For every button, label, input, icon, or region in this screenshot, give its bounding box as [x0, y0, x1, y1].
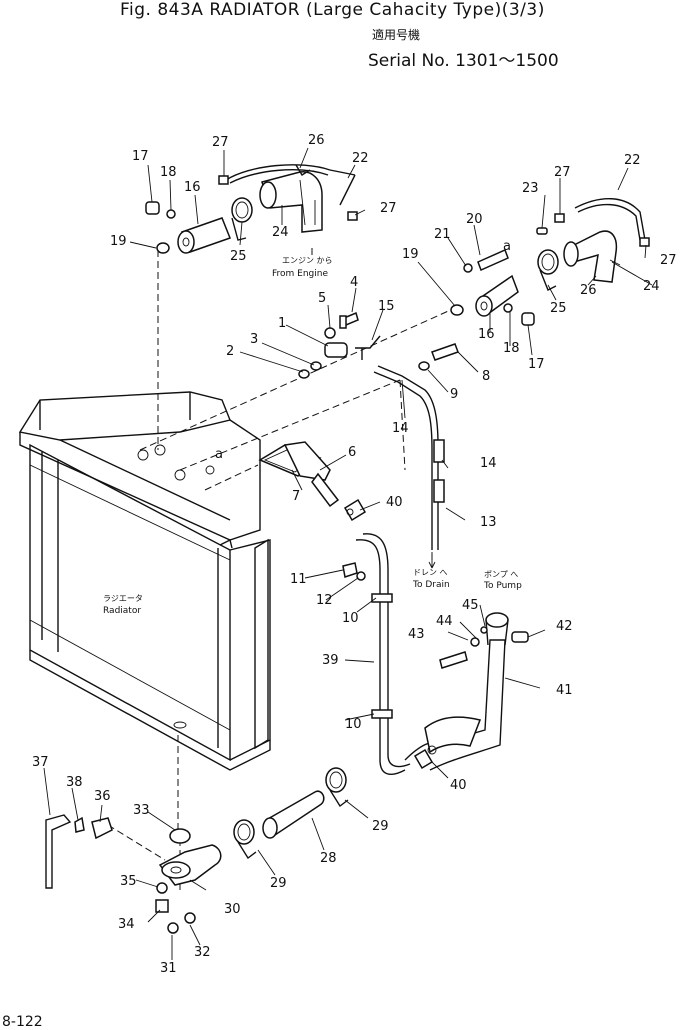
part-number-1: 1	[278, 316, 286, 331]
part-number-17: 17	[132, 149, 149, 164]
part-number-24-2: 24	[643, 279, 660, 294]
flow-lines	[107, 248, 456, 890]
to-pump-label: To Pump	[483, 581, 522, 591]
part-number-18-2: 18	[503, 341, 520, 356]
radiator-jp-label: ラジエータ	[103, 594, 143, 603]
part-number-20: 20	[466, 212, 483, 227]
pipe-41	[404, 612, 529, 771]
leader-lines	[43, 147, 653, 960]
part-number-38: 38	[66, 775, 83, 790]
part-number-8: 8	[482, 369, 490, 384]
to-drain-jp-label: ドレン へ	[413, 568, 448, 577]
part-number-29-2: 29	[270, 876, 287, 891]
part-number-19: 19	[110, 234, 127, 249]
ref-a-left: a	[215, 447, 223, 462]
radiator-label: Radiator	[103, 606, 141, 616]
from-engine-label: From Engine	[272, 269, 328, 279]
part-number-14: 14	[392, 421, 409, 436]
to-drain-label: To Drain	[412, 580, 450, 590]
part-number-10-2: 10	[345, 717, 362, 732]
part-number-13: 13	[480, 515, 497, 530]
part-number-28: 28	[320, 851, 337, 866]
part-number-45: 45	[462, 598, 479, 613]
part-number-21: 21	[434, 227, 451, 242]
serial-range: Serial No. 1301～1500	[368, 51, 559, 71]
part-number-40: 40	[386, 495, 403, 510]
part-number-27: 27	[212, 135, 229, 150]
part-number-27-2: 27	[380, 201, 397, 216]
part-number-17-2: 17	[528, 357, 545, 372]
part-number-16-2: 16	[478, 327, 495, 342]
part-number-42: 42	[556, 619, 573, 634]
part-number-27-3: 27	[554, 165, 571, 180]
flow-labels: エンジン から From Engine ドレン へ To Drain ポンプ へ…	[103, 239, 522, 616]
part-number-27-4: 27	[660, 253, 677, 268]
upper-right-hose-group	[450, 198, 650, 326]
part-number-9: 9	[450, 387, 458, 402]
part-number-18: 18	[160, 165, 177, 180]
part-number-25: 25	[230, 249, 247, 264]
to-pump-jp-label: ポンプ へ	[484, 570, 518, 579]
applicable-units-label: 適用号機	[372, 28, 421, 42]
part-number-2: 2	[226, 344, 234, 359]
drain-tube	[373, 365, 445, 569]
part-number-22-2: 22	[624, 153, 641, 168]
part-number-6: 6	[348, 445, 356, 460]
part-number-26: 26	[308, 133, 325, 148]
part-number-24: 24	[272, 225, 289, 240]
part-number-32: 32	[194, 945, 211, 960]
part-number-7: 7	[292, 489, 300, 504]
part-number-39: 39	[322, 653, 339, 668]
part-number-25-2: 25	[550, 301, 567, 316]
part-number-44: 44	[436, 614, 453, 629]
from-engine-jp-label: エンジン から	[282, 256, 333, 265]
drain-valve-group	[45, 814, 222, 934]
part-number-15: 15	[378, 299, 395, 314]
part-number-22: 22	[352, 151, 369, 166]
page-number: 8-122	[2, 1014, 43, 1030]
part-number-31: 31	[160, 961, 177, 976]
part-number-36: 36	[94, 789, 111, 804]
part-number-14-2: 14	[480, 456, 497, 471]
part-number-30: 30	[224, 902, 241, 917]
mid-fittings	[258, 311, 459, 522]
part-number-41: 41	[556, 683, 573, 698]
part-number-29: 29	[372, 819, 389, 834]
part-number-3: 3	[250, 332, 258, 347]
part-number-35: 35	[120, 874, 137, 889]
part-number-33: 33	[133, 803, 150, 818]
lower-hose-group	[233, 767, 349, 860]
part-number-43: 43	[408, 627, 425, 642]
part-number-40-2: 40	[450, 778, 467, 793]
part-number-10: 10	[342, 611, 359, 626]
upper-left-hose-group	[145, 164, 358, 254]
pipe-39	[342, 533, 411, 776]
part-number-16: 16	[184, 180, 201, 195]
part-number-labels: 1234567891010111213141415161617171818191…	[32, 133, 677, 976]
part-number-37: 37	[32, 755, 49, 770]
part-number-26-2: 26	[580, 283, 597, 298]
radiator-body	[18, 391, 271, 771]
part-number-19-2: 19	[402, 247, 419, 262]
ref-a-right: a	[503, 239, 511, 254]
figure-title: Fig. 843A RADIATOR (Large Cahacity Type)…	[120, 0, 545, 20]
part-number-5: 5	[318, 291, 326, 306]
part-number-11: 11	[290, 572, 307, 587]
part-number-23: 23	[522, 181, 539, 196]
part-number-4: 4	[350, 275, 358, 290]
part-number-12: 12	[316, 593, 333, 608]
part-number-34: 34	[118, 917, 135, 932]
